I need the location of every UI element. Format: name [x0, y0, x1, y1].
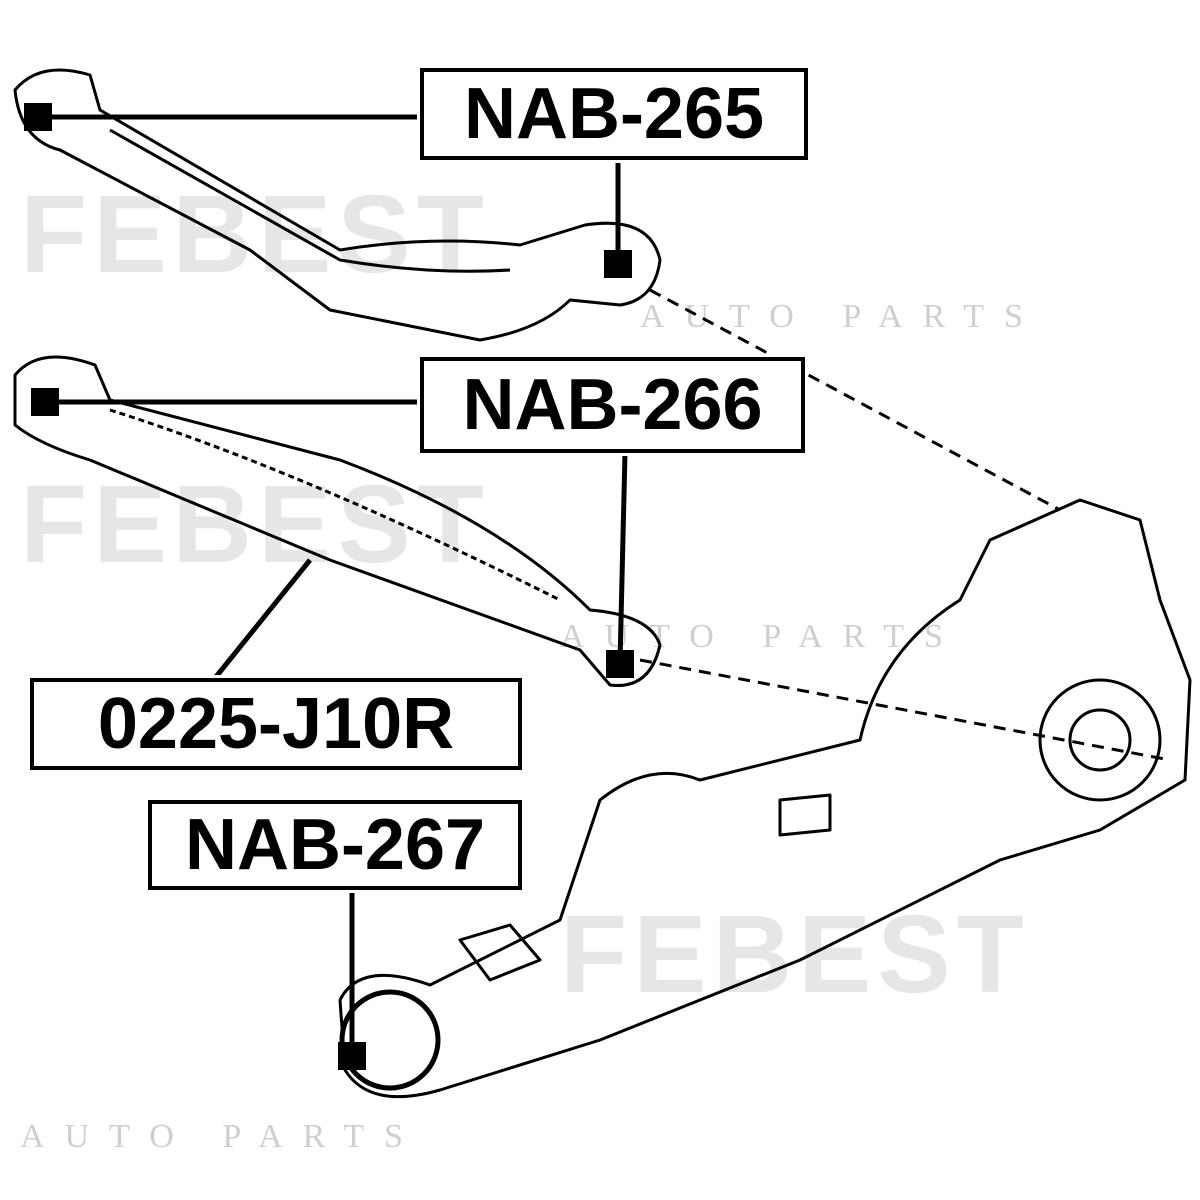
- upper-control-arm: [13, 68, 662, 342]
- part-label-nab-267: NAB-267: [145, 797, 525, 893]
- watermark-text: AUTO PARTS: [20, 1118, 423, 1155]
- part-label-0225-j10r: 0225-J10R: [27, 675, 525, 773]
- bushing-marker: [31, 388, 59, 416]
- bushing-marker: [24, 103, 52, 131]
- bushing-marker: [606, 650, 634, 678]
- watermark-text: AUTO PARTS: [560, 618, 963, 655]
- bushing-marker: [604, 250, 632, 278]
- part-label-nab-265: NAB-265: [417, 65, 811, 163]
- watermark-logo: FEBEST: [560, 893, 1030, 1016]
- lower-control-arm: [13, 355, 662, 687]
- bushing-marker: [338, 1042, 366, 1070]
- part-label-nab-266: NAB-266: [417, 354, 808, 456]
- knuckle-assembly: [338, 498, 1192, 1099]
- watermark-text: AUTO PARTS: [640, 298, 1043, 335]
